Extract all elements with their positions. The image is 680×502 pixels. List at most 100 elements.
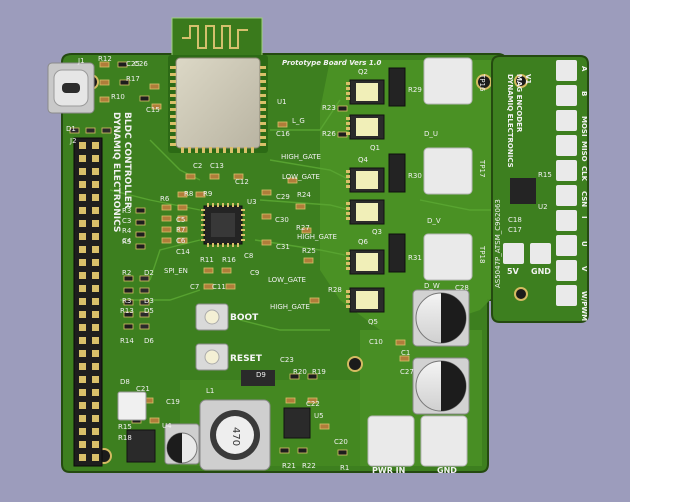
header-pin <box>92 194 99 201</box>
electrolytic-caps <box>164 289 470 465</box>
designator-d6: D6 <box>144 337 154 345</box>
designator-r17: R17 <box>126 75 140 83</box>
designator-r25: R25 <box>302 247 316 255</box>
designator-r20: R20 <box>293 368 307 376</box>
encoder-pin-label: I <box>580 216 588 219</box>
designator-c25: C25 <box>126 60 140 68</box>
designator-c27: C27 <box>400 368 414 376</box>
header-pin <box>79 194 86 201</box>
header-pin <box>79 363 86 370</box>
push-buttons <box>195 303 229 371</box>
designator-r19: R19 <box>312 368 326 376</box>
designator-c22: C22 <box>306 400 320 408</box>
high-gate-2: HIGH_GATE <box>297 233 337 241</box>
header-pin <box>79 402 86 409</box>
designator-d8: D8 <box>120 378 130 386</box>
header-pin <box>79 285 86 292</box>
tp16-label: TP16 <box>478 73 486 92</box>
designator-r9: R9 <box>203 190 212 198</box>
header-pin <box>92 155 99 162</box>
passives <box>69 61 410 456</box>
header-pin <box>79 428 86 435</box>
spi-en-label: SPI_EN <box>164 267 188 275</box>
designator-r16: R16 <box>222 256 236 264</box>
encoder-pad <box>556 60 577 81</box>
designator-c5: C5 <box>176 216 185 224</box>
inductor-value: 470 <box>230 427 241 446</box>
brand-line-2: BLDC CONTROLLER <box>122 112 132 209</box>
designator-r28: R28 <box>328 286 342 294</box>
header-pin <box>92 454 99 461</box>
low-gate-2: LOW_GATE <box>268 276 306 284</box>
designator-r24: R24 <box>297 191 311 199</box>
phase-u-label: D_U <box>424 130 438 138</box>
designator-r3: R3 <box>122 297 131 305</box>
encoder-pin-label: U <box>580 241 588 247</box>
designator-r13: R13 <box>120 307 134 315</box>
designator-d9: D9 <box>256 371 266 379</box>
designator-r26: R26 <box>322 130 336 138</box>
header-pin <box>92 350 99 357</box>
enc-brand-3: V1 <box>524 74 532 84</box>
header-pin <box>79 233 86 240</box>
designator-c3: C3 <box>122 217 131 225</box>
header-pin <box>79 168 86 175</box>
designator-c28: C28 <box>455 284 469 292</box>
designator-u1: U1 <box>277 98 287 106</box>
designator-u4: U4 <box>162 422 172 430</box>
header-pin <box>92 142 99 149</box>
header-pin <box>92 220 99 227</box>
header-pin <box>79 441 86 448</box>
header-pin <box>92 207 99 214</box>
designator-c16: C16 <box>276 130 290 138</box>
usb-c-connector <box>47 62 95 114</box>
pwr-in-label: PWR IN <box>372 466 405 475</box>
header-pin <box>79 311 86 318</box>
header-pin <box>92 363 99 370</box>
designator-r3a: R3 <box>122 207 131 215</box>
header-pin <box>92 181 99 188</box>
phase-w-label: D_W <box>424 282 440 290</box>
designator-c8: C8 <box>244 252 253 260</box>
encoder-pad <box>556 135 577 156</box>
header-pin <box>79 298 86 305</box>
high-gate-3: HIGH_GATE <box>270 303 310 311</box>
encoder-pad <box>556 260 577 281</box>
designator-r21: R21 <box>282 462 296 470</box>
header-pin <box>79 207 86 214</box>
header-pin <box>92 285 99 292</box>
enc-part-label: AS5047P_ATSM_C962063 <box>494 199 502 288</box>
header-pin <box>79 259 86 266</box>
designator-r2: R2 <box>122 269 131 277</box>
encoder-pad <box>556 185 577 206</box>
enc-c18: C18 <box>508 216 522 224</box>
designator-q6: Q6 <box>358 238 369 246</box>
header-pin <box>79 376 86 383</box>
designator-c6: C6 <box>176 237 186 245</box>
designator-r6: R6 <box>160 195 170 203</box>
designator-r10: R10 <box>111 93 125 101</box>
encoder-pin-label: MOSI <box>580 116 588 137</box>
designator-q1: Q1 <box>370 144 380 152</box>
phase-v-label: D_V <box>427 217 441 225</box>
brand-line-1: DYNAMIQ ELECTRONICS <box>111 112 121 232</box>
designator-r22: R22 <box>302 462 316 470</box>
enc-brand-2: MAG ENCODER <box>515 74 523 133</box>
encoder-pin-label: MISO <box>580 141 588 162</box>
designator-c21: C21 <box>136 385 150 393</box>
low-gate-0: L_G <box>292 117 305 125</box>
encoder-pad <box>556 285 577 306</box>
header-pin <box>92 376 99 383</box>
enc-gnd-label: GND <box>531 267 551 276</box>
header-pin <box>79 324 86 331</box>
encoder-board <box>491 55 589 323</box>
designator-c24: C24 <box>130 400 144 408</box>
header-pin <box>92 389 99 396</box>
header-pin <box>79 454 86 461</box>
boot-label: BOOT <box>230 313 259 323</box>
designator-c29: C29 <box>276 193 290 201</box>
designator-c23: C23 <box>280 356 294 364</box>
header-pin <box>79 181 86 188</box>
designator-c26: C26 <box>134 60 148 68</box>
designator-c20: C20 <box>334 438 348 446</box>
